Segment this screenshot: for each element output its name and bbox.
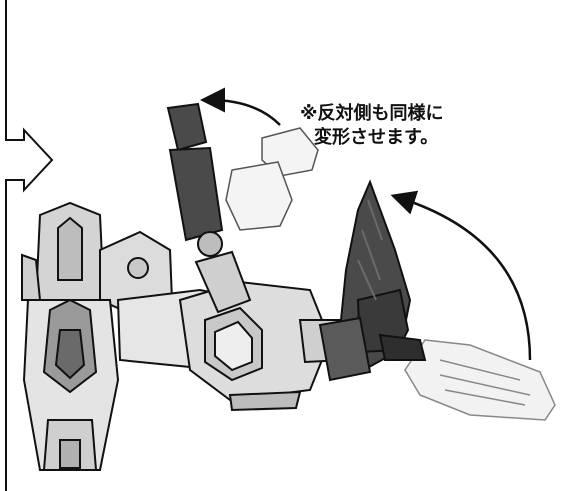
- ghost-wing: [404, 339, 556, 421]
- dark-arm: [166, 102, 252, 314]
- rotate-wing-arrow: [390, 190, 532, 361]
- ghost-arm: [225, 127, 319, 231]
- step-arrow: [5, 0, 54, 491]
- note-line-2: 変形させます。: [314, 127, 439, 148]
- note-line-1: ※反対側も同様に: [300, 103, 444, 124]
- rotate-arm-arrow: [200, 87, 281, 126]
- transform-note: ※反対側も同様に 変形させます。: [300, 102, 550, 150]
- dark-wing: [318, 179, 427, 382]
